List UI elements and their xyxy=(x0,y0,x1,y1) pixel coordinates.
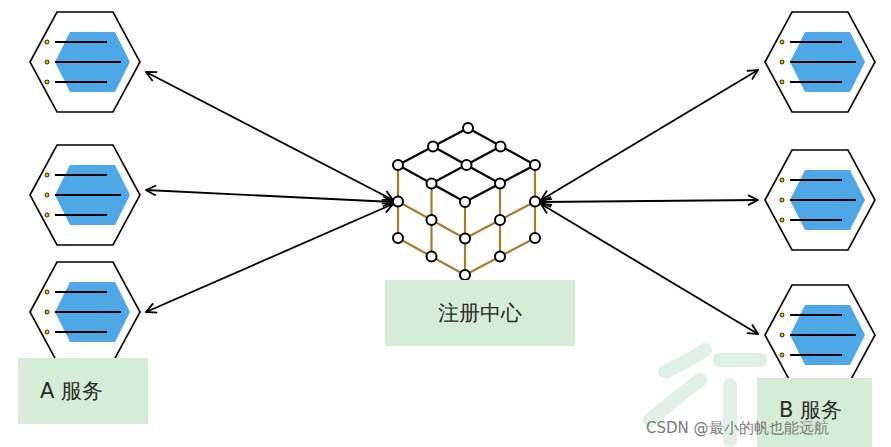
registry-label-box: 注册中心 xyxy=(385,280,575,346)
node-text: 注册中心 xyxy=(438,299,522,327)
service-icon xyxy=(30,12,875,385)
registry-cube xyxy=(393,123,540,280)
watermark-text: CSDN @最小的帆也能远航 xyxy=(646,419,829,438)
service-group-box: A 服务 xyxy=(18,358,148,424)
node-text: A 服务 xyxy=(40,377,103,405)
